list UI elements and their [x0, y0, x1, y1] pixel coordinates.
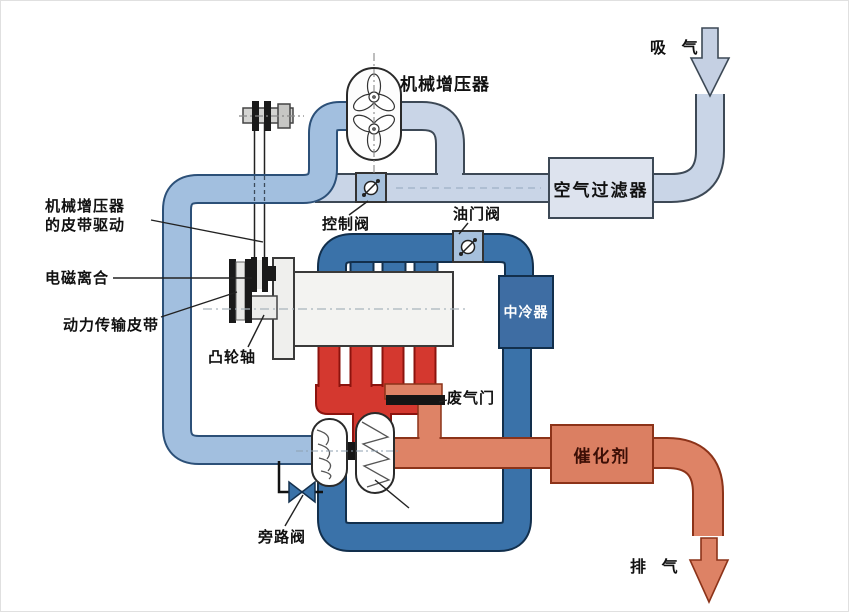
exhaust-label: 排 气	[630, 557, 683, 576]
intercooler-label: 中冷器	[503, 305, 549, 321]
catalyst-box	[550, 424, 654, 484]
intake-label: 吸 气	[650, 38, 703, 57]
exhaust-runners	[317, 345, 437, 389]
control-valve	[355, 172, 387, 203]
post-turbine-exhaust-pipes	[385, 395, 724, 536]
supercharger-label: 机械增压器	[400, 75, 490, 95]
belt-drive-pulley	[239, 101, 304, 131]
clutch-label: 电磁离合	[45, 269, 110, 287]
throttle-valve	[452, 230, 484, 263]
turbocharger	[296, 412, 401, 494]
belt-drive-label: 机械增压器 的皮带驱动	[45, 197, 126, 234]
intake-arrow	[689, 27, 731, 98]
wastegate-flap	[386, 395, 445, 405]
control-valve-label: 控制阀	[322, 215, 371, 233]
turbine-wheel	[355, 412, 395, 494]
electromagnetic-clutch-pulley	[251, 257, 276, 292]
supercharger	[346, 53, 402, 173]
bypass-valve	[277, 461, 323, 504]
power-belt-label: 动力传输皮带	[63, 316, 160, 334]
catalyst-label: 催化剂	[573, 446, 631, 467]
intercooler-box	[498, 275, 554, 349]
wastegate-label: 废气门	[447, 389, 496, 407]
exhaust-arrow	[688, 537, 730, 604]
leader-lines	[113, 200, 469, 527]
camshaft-label: 凸轮轴	[208, 348, 257, 366]
charge-air-pipes	[317, 233, 534, 552]
camshaft-hub	[247, 295, 278, 320]
air-filter-box	[548, 157, 654, 219]
air-filter-label: 空气过滤器	[553, 180, 649, 201]
boost-loop-pipe	[162, 101, 350, 465]
bypass-valve-label: 旁路阀	[258, 528, 307, 546]
engine-block	[203, 257, 469, 360]
throttle-valve-label: 油门阀	[453, 205, 502, 223]
power-belt-pulley	[229, 259, 252, 323]
